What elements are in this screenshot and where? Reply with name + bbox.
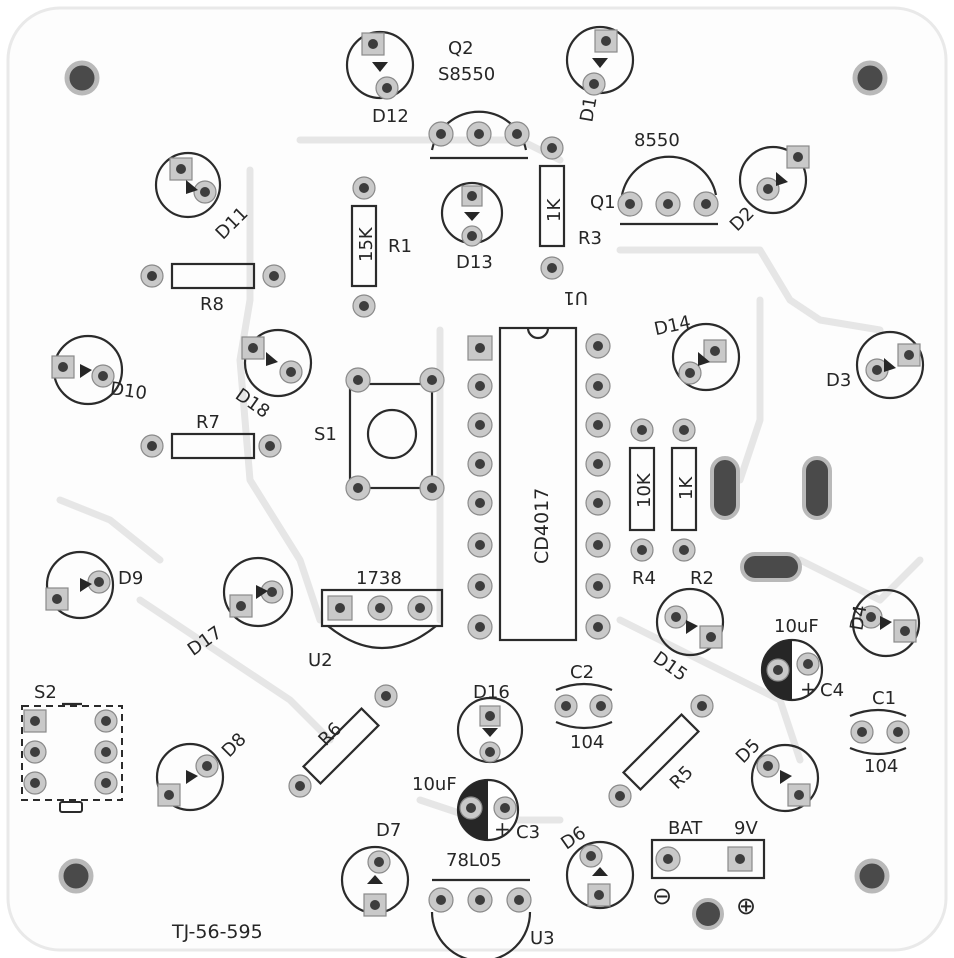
capacitor-c2: C2 104: [554, 662, 613, 753]
transistor-q2: Q2 S8550: [428, 38, 530, 160]
transistor-q1: 8550 Q1: [590, 130, 719, 226]
battery-hole: [692, 898, 724, 930]
battery-connector: BAT 9V ⊖ ⊕: [650, 818, 766, 930]
label-r1: R1: [388, 236, 412, 257]
switch-s2: S2: [21, 682, 123, 813]
label-u2-part: 1738: [356, 568, 402, 589]
led-d12: D12: [345, 30, 415, 127]
label-c4-value: 10uF: [774, 616, 819, 637]
label-r4-value: 10K: [634, 472, 655, 508]
label-q1-part: 8550: [634, 130, 680, 151]
label-d4: D4: [846, 604, 871, 633]
led-d14: D14: [652, 312, 741, 392]
label-c1: C1: [872, 688, 896, 709]
led-d13: D13: [440, 181, 504, 273]
ic-cd4017: CD4017 U1: [467, 287, 611, 642]
label-q2: Q2: [448, 38, 474, 59]
label-d13: D13: [456, 252, 493, 273]
led-d3: D3: [826, 330, 925, 400]
label-u1: U1: [563, 287, 588, 308]
label-c2: C2: [570, 662, 594, 683]
resistor-r7: R7: [140, 412, 282, 460]
label-c2-value: 104: [570, 732, 604, 753]
label-r8: R8: [200, 294, 224, 315]
label-u3-part: 78L05: [446, 850, 502, 871]
capacitor-c1: C1 104: [849, 688, 910, 777]
mounting-holes: [58, 60, 890, 894]
capacitor-c3: + 10uF C3: [412, 774, 540, 843]
label-bat-voltage: 9V: [734, 818, 758, 839]
led-d10: D10: [51, 334, 148, 406]
label-s2: S2: [34, 682, 57, 703]
led-d4: D4: [846, 588, 921, 658]
regulator-u3: 78L05 U3: [428, 850, 555, 958]
label-q1: Q1: [590, 192, 616, 213]
resistor-r8: R8: [140, 262, 286, 315]
label-bat-minus: ⊖: [652, 882, 672, 910]
label-r7: R7: [196, 412, 220, 433]
resistor-r4: 10K R4: [628, 418, 656, 589]
switch-s1: S1: [314, 367, 445, 501]
label-d1: D1: [576, 95, 601, 124]
mount-hole: [58, 858, 94, 894]
label-c4: C4: [820, 680, 844, 701]
label-s1: S1: [314, 424, 337, 445]
slots: [710, 456, 832, 582]
label-c3: C3: [516, 822, 540, 843]
label-bat: BAT: [668, 818, 703, 839]
capacitor-c4: + 10uF C4: [760, 616, 844, 702]
label-bat-plus: ⊕: [736, 892, 756, 920]
label-ic: CD4017: [531, 488, 553, 564]
label-u2: U2: [308, 650, 333, 671]
slot: [740, 552, 802, 582]
label-r2: R2: [690, 568, 714, 589]
label-d7: D7: [376, 820, 401, 841]
board-outline: [6, 6, 948, 952]
label-r1-value: 15K: [356, 226, 377, 262]
label-d12: D12: [372, 106, 409, 127]
led-d9: D9: [45, 550, 143, 620]
label-d9: D9: [118, 568, 143, 589]
mount-hole: [852, 60, 888, 96]
led-d7: D7: [340, 820, 410, 917]
label-c4-plus: +: [800, 677, 817, 701]
mount-hole: [854, 858, 890, 894]
label-d16: D16: [473, 682, 510, 703]
label-c1-value: 104: [864, 756, 898, 777]
label-d3: D3: [826, 370, 851, 391]
led-d16: D16: [456, 682, 524, 764]
switch-s2-slot: [59, 801, 83, 813]
mount-hole: [64, 60, 100, 96]
label-c3-value: 10uF: [412, 774, 457, 795]
receiver-u2: 1738 U2: [308, 568, 444, 671]
label-r2-value: 1K: [676, 476, 697, 500]
label-r3: R3: [578, 228, 602, 249]
label-c3-plus: +: [494, 817, 511, 841]
label-u3: U3: [530, 928, 555, 949]
label-d10: D10: [109, 378, 148, 404]
resistor-r2: 1K R2: [670, 418, 714, 589]
board-code: TJ-56-595: [171, 921, 263, 943]
led-d1: D1: [565, 25, 635, 124]
resistor-r3: 1K R3: [538, 136, 602, 280]
slot: [802, 456, 832, 520]
resistor-r1: 15K R1: [350, 176, 412, 318]
label-r4: R4: [632, 568, 656, 589]
slot: [710, 456, 740, 520]
label-r3-value: 1K: [544, 198, 565, 222]
label-q2-part: S8550: [438, 64, 495, 85]
